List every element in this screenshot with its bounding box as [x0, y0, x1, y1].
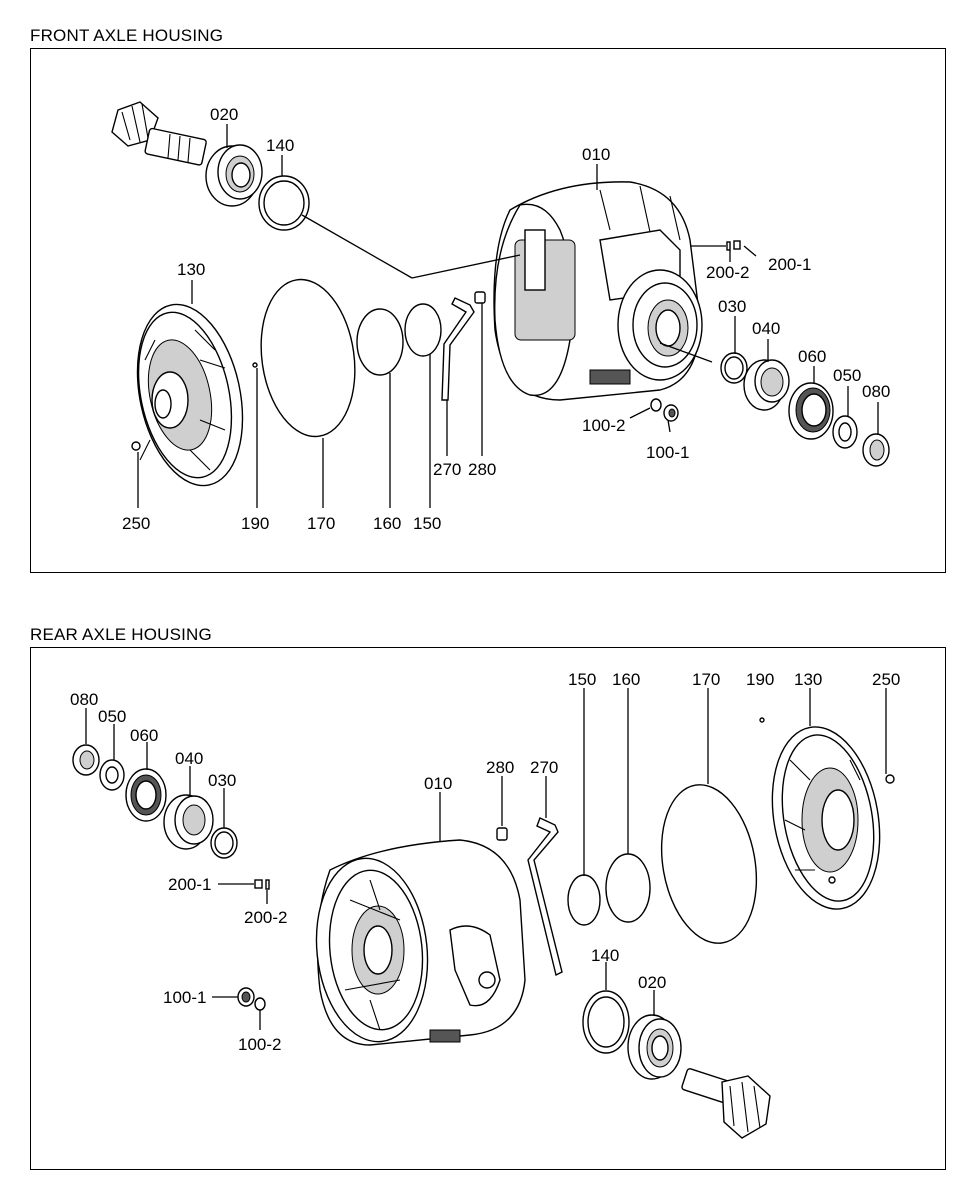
- front-label-080: 080: [862, 382, 890, 401]
- rear-label-200-2: 200-2: [244, 908, 287, 927]
- front-pin-190: [252, 362, 258, 368]
- front-seal-060: [788, 382, 834, 440]
- front-label-100-1: 100-1: [646, 443, 689, 462]
- rear-label-040: 040: [175, 749, 203, 768]
- front-plug-100-1: [663, 404, 679, 422]
- rear-diagram-frame: [30, 647, 946, 1170]
- front-label-190: 190: [241, 514, 269, 533]
- front-oring-160: [356, 308, 404, 376]
- front-leader-lines: [137, 124, 879, 508]
- rear-label-270: 270: [530, 758, 558, 777]
- front-plug-280: [474, 291, 486, 304]
- rear-label-100-2: 100-2: [238, 1035, 281, 1054]
- rear-oring-150: [567, 874, 601, 926]
- front-pipe-270: [441, 297, 475, 401]
- rear-pin-200-2: [265, 879, 270, 890]
- front-washer-050: [832, 415, 858, 449]
- rear-bearing-040: [163, 794, 214, 850]
- front-label-270: 270: [433, 460, 461, 479]
- rear-plate-130: [771, 726, 881, 910]
- rear-label-060: 060: [130, 726, 158, 745]
- front-label-050: 050: [833, 366, 861, 385]
- rear-washer-050: [99, 759, 125, 791]
- rear-ring-140: [582, 990, 630, 1054]
- front-label-150: 150: [413, 514, 441, 533]
- rear-pin-190: [759, 717, 765, 723]
- front-screw-200-1: [733, 240, 741, 250]
- front-housing-010: [493, 181, 703, 401]
- rear-label-160: 160: [612, 670, 640, 689]
- rear-label-130: 130: [794, 670, 822, 689]
- rear-label-200-1: 200-1: [168, 875, 211, 894]
- rear-nut-080: [72, 744, 100, 776]
- rear-label-170: 170: [692, 670, 720, 689]
- rear-oring-100-2: [254, 997, 266, 1011]
- rear-label-050: 050: [98, 707, 126, 726]
- rear-gasket-170: [660, 784, 758, 944]
- front-label-140: 140: [266, 136, 294, 155]
- rear-plug-100-1: [237, 987, 255, 1007]
- rear-leader-lines: [85, 688, 887, 1030]
- front-label-200-2: 200-2: [706, 263, 749, 282]
- front-label-250: 250: [122, 514, 150, 533]
- front-gasket-170: [260, 278, 356, 438]
- front-label-060: 060: [798, 347, 826, 366]
- front-ring-140: [258, 175, 310, 231]
- rear-oring-160: [605, 853, 651, 923]
- front-pin-200-2: [726, 241, 731, 251]
- front-label-130: 130: [177, 260, 205, 279]
- front-label-280: 280: [468, 460, 496, 479]
- front-screw-250: [131, 441, 141, 451]
- front-oring-100-2: [650, 398, 662, 412]
- front-nut-080: [862, 433, 890, 467]
- rear-label-190: 190: [746, 670, 774, 689]
- rear-label-150: 150: [568, 670, 596, 689]
- rear-seal-060: [125, 768, 167, 822]
- front-label-100-2: 100-2: [582, 416, 625, 435]
- front-oring-150: [404, 303, 442, 357]
- rear-plug-280: [496, 827, 508, 841]
- front-label-160: 160: [373, 514, 401, 533]
- rear-label-080: 080: [70, 690, 98, 709]
- rear-label-010: 010: [424, 774, 452, 793]
- front-label-200-1: 200-1: [768, 255, 811, 274]
- rear-label-280: 280: [486, 758, 514, 777]
- rear-screw-200-1: [254, 879, 263, 889]
- rear-bearing-020: [627, 1014, 682, 1080]
- rear-pinion-shaft: [681, 1068, 771, 1139]
- front-label-040: 040: [752, 319, 780, 338]
- rear-label-140: 140: [591, 946, 619, 965]
- rear-section-title: REAR AXLE HOUSING: [30, 625, 212, 644]
- front-pinion-shaft: [111, 101, 207, 166]
- rear-label-020: 020: [638, 973, 666, 992]
- front-label-030: 030: [718, 297, 746, 316]
- front-label-170: 170: [307, 514, 335, 533]
- front-diagram-frame: [30, 48, 946, 573]
- front-section-title: FRONT AXLE HOUSING: [30, 26, 224, 45]
- front-bearing-040: [743, 359, 790, 411]
- rear-label-030: 030: [208, 771, 236, 790]
- rear-label-100-1: 100-1: [163, 988, 206, 1007]
- front-plate-130: [132, 303, 244, 487]
- front-label-010: 010: [582, 145, 610, 164]
- rear-housing-010: [315, 839, 526, 1046]
- rear-screw-250: [885, 774, 895, 784]
- front-label-020: 020: [210, 105, 238, 124]
- rear-label-250: 250: [872, 670, 900, 689]
- front-bearing-020: [205, 144, 263, 207]
- rear-pipe-270: [527, 817, 563, 977]
